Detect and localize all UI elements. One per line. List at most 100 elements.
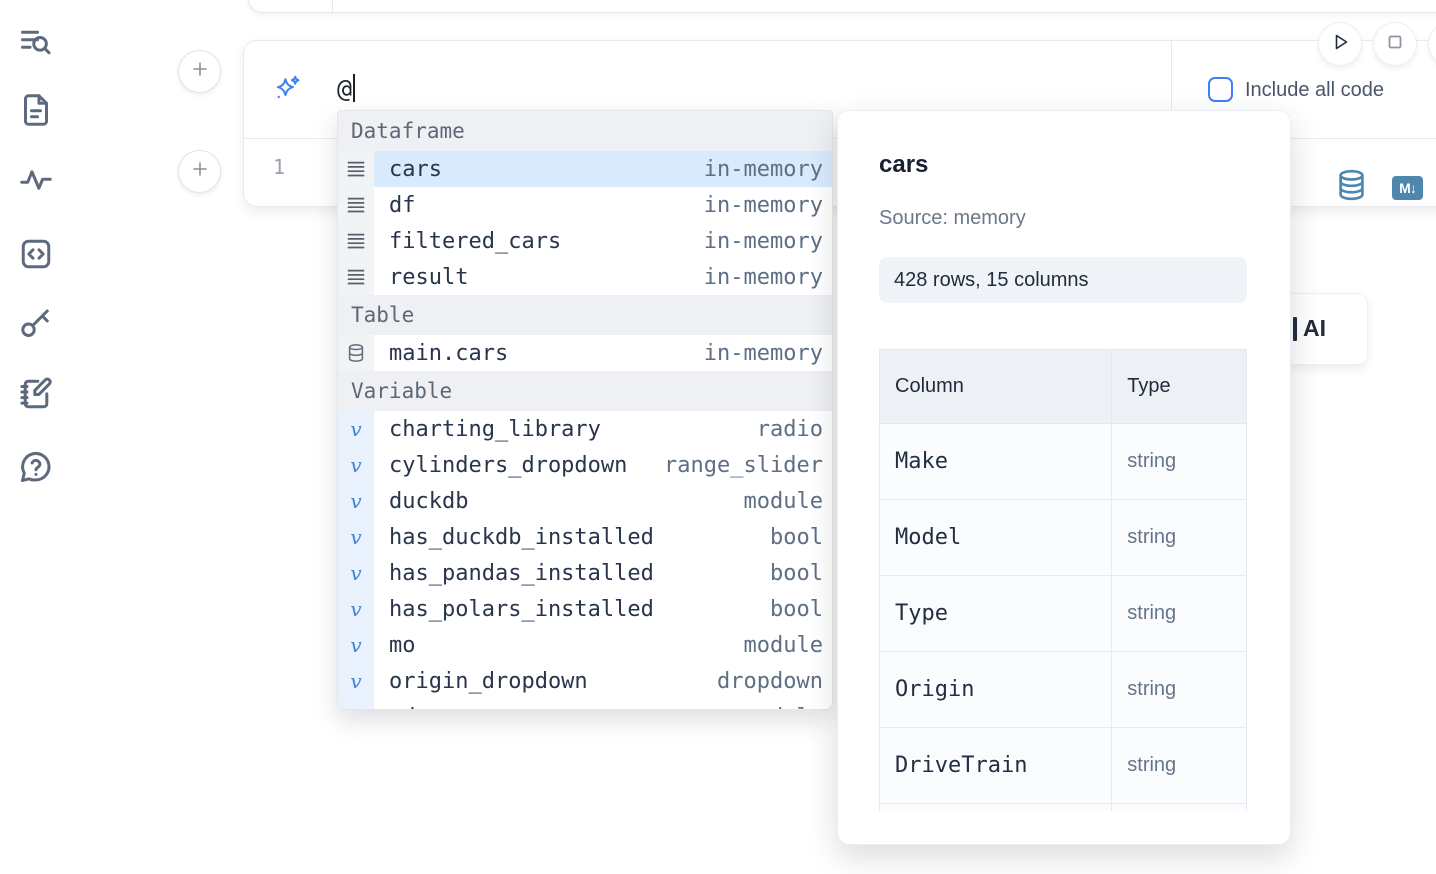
stop-icon — [1382, 29, 1408, 60]
schema-column-type: string — [1111, 575, 1247, 652]
completion-item-type: in-memory — [703, 264, 823, 290]
preview-title: cars — [879, 151, 929, 178]
add-cell-above-button[interactable] — [178, 50, 221, 93]
dataframe-preview-panel: cars Source: memory 428 rows, 15 columns… — [837, 110, 1291, 845]
completion-item[interactable]: v origin_dropdown dropdown — [338, 663, 832, 699]
sidebar-code-snippets-icon[interactable] — [18, 236, 54, 272]
completion-item-name: df — [389, 192, 416, 218]
plus-icon — [192, 161, 208, 182]
variable-icon: v — [338, 555, 374, 591]
ai-card-label: AI — [1303, 315, 1326, 341]
completion-item-type: dropdown — [717, 668, 823, 694]
completion-item-type: in-memory — [703, 192, 823, 218]
include-all-code-label: Include all code — [1245, 79, 1384, 101]
completion-item-name: origin_dropdown — [389, 668, 588, 694]
ai-prompt-input[interactable]: @ — [337, 74, 356, 103]
schema-column-type — [1111, 803, 1247, 811]
sql-database-button[interactable] — [1337, 169, 1366, 201]
schema-column-type: string — [1111, 499, 1247, 576]
extra-action-button[interactable] — [1429, 23, 1436, 65]
column-header: Column — [879, 349, 1113, 424]
completion-item-type: module — [743, 488, 823, 514]
completion-item[interactable]: result in-memory — [338, 259, 832, 295]
variable-icon: v — [338, 627, 374, 663]
completion-item-type: in-memory — [703, 340, 823, 366]
ai-generate-card[interactable]: AI — [1284, 293, 1368, 365]
completion-item-type: bool — [770, 596, 823, 622]
gutter-divider — [332, 1, 333, 12]
schema-column-type: string — [1111, 651, 1247, 728]
rows-icon — [338, 187, 374, 223]
schema-column-type: string — [1111, 727, 1247, 804]
sidebar-file-text-icon[interactable] — [18, 92, 54, 128]
schema-column-name: Type — [879, 575, 1113, 652]
completion-item[interactable]: v has_polars_installed bool — [338, 591, 832, 627]
sidebar-list-search-icon[interactable] — [18, 24, 54, 60]
completion-item-type: bool — [770, 524, 823, 550]
type-header: Type — [1111, 349, 1247, 424]
include-all-code-checkbox[interactable] — [1208, 77, 1233, 102]
completion-item[interactable]: df in-memory — [338, 187, 832, 223]
completion-section-header: Variable — [338, 371, 832, 411]
variable-icon: v — [338, 447, 374, 483]
completion-item-type: bool — [770, 560, 823, 586]
completion-item-name: has_pandas_installed — [389, 560, 654, 586]
text-cursor — [353, 74, 356, 102]
variable-icon: v — [338, 663, 374, 699]
play-icon — [1327, 29, 1353, 60]
shape-badge: 428 rows, 15 columns — [879, 257, 1247, 303]
completion-item-type: in-memory — [703, 228, 823, 254]
completion-item-name: pd — [389, 705, 416, 710]
line-number: 1 — [272, 155, 286, 179]
divider — [1171, 41, 1172, 137]
database-icon — [338, 335, 374, 371]
completion-section-header: Table — [338, 295, 832, 335]
completion-item-name: has_polars_installed — [389, 596, 654, 622]
completion-item-name: charting_library — [389, 416, 601, 442]
variable-icon: v — [338, 591, 374, 627]
variable-icon: v — [338, 699, 374, 709]
markdown-button[interactable]: M↓ — [1392, 176, 1423, 200]
completion-item[interactable]: v has_pandas_installed bool — [338, 555, 832, 591]
sidebar-activity-icon[interactable] — [18, 162, 54, 198]
code-cell[interactable]: 1 M↓ — [244, 139, 1436, 206]
stop-button[interactable] — [1374, 23, 1416, 65]
add-cell-below-button[interactable] — [178, 150, 221, 193]
completion-item-type: range_slider — [664, 452, 823, 478]
sidebar — [0, 0, 72, 874]
markdown-icon: M↓ — [1399, 180, 1417, 196]
preview-source: Source: memory — [879, 207, 1026, 229]
completion-item-name: mo — [389, 632, 416, 658]
sidebar-key-icon[interactable] — [18, 305, 54, 341]
schema-column-name: Model — [879, 499, 1113, 576]
run-cell-button[interactable] — [1319, 23, 1361, 65]
clipped-letter — [1293, 317, 1297, 341]
completion-item-type: module — [743, 632, 823, 658]
schema-column-name — [879, 803, 1113, 811]
sidebar-notebook-pen-icon[interactable] — [18, 376, 54, 412]
plus-icon — [192, 61, 208, 82]
sidebar-help-chat-icon[interactable] — [18, 449, 54, 485]
variable-icon: v — [338, 519, 374, 555]
completion-section-header: Dataframe — [338, 111, 832, 151]
sparkles-icon — [270, 74, 302, 106]
rows-icon — [338, 151, 374, 187]
completion-item-name: result — [389, 264, 469, 290]
completion-item[interactable]: vpdmodule — [338, 699, 832, 710]
rows-icon — [338, 223, 374, 259]
